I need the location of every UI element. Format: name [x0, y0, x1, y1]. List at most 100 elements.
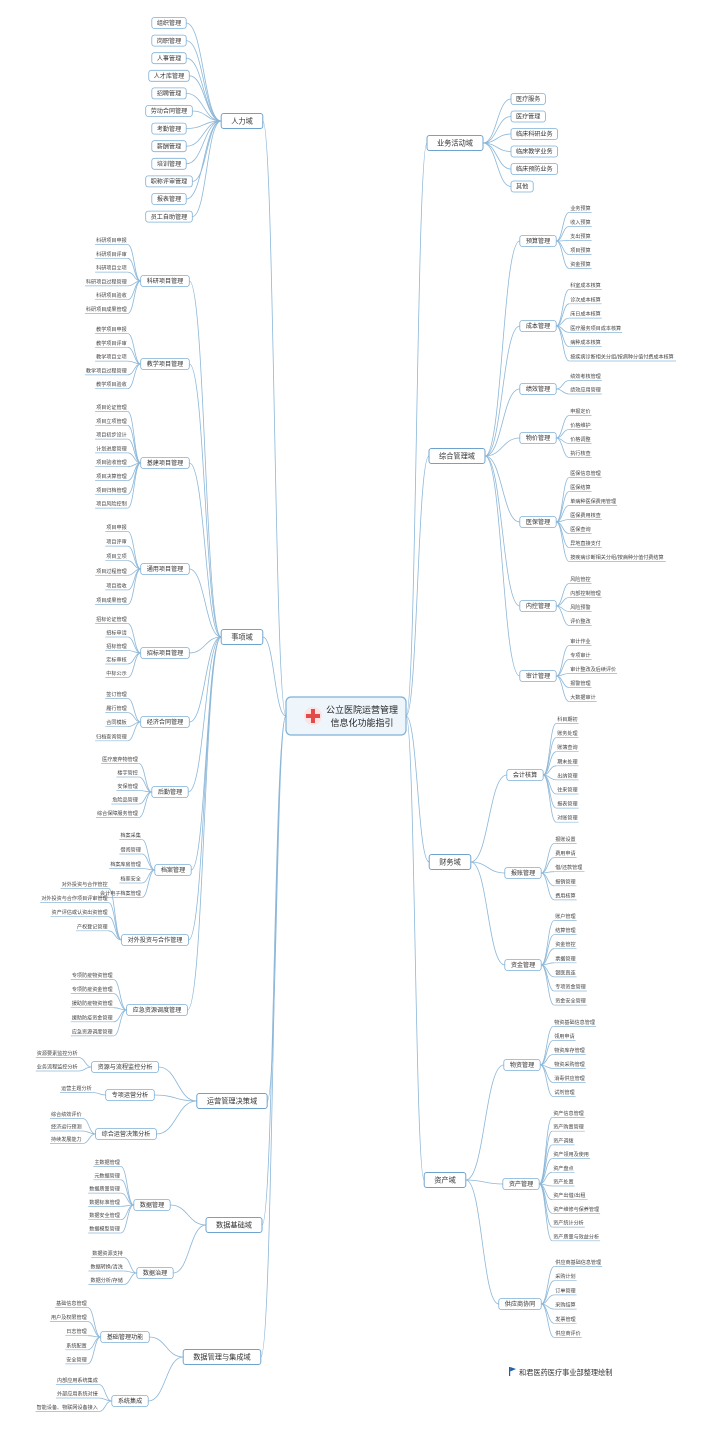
business-item-2[interactable]: 临床科研业务	[510, 128, 558, 140]
domain-right-2[interactable]: 财务域	[428, 854, 472, 870]
business-item-0[interactable]: 医疗服务	[510, 93, 546, 105]
leaf-left-2-0-0: 资源要素监控分析	[37, 1050, 78, 1057]
domain-left-1[interactable]: 事项域	[220, 629, 264, 645]
leaf-left-1-6-1: 楼宇管控	[117, 770, 137, 777]
subdomain-left-2-0[interactable]: 资源与流程监控分析	[91, 1061, 159, 1073]
subdomain-left-2-1[interactable]: 专项运营分析	[105, 1089, 155, 1101]
mind-map-nodes: 人力域 组织管理岗职管理人事管理人才库管理招聘管理劳动合同管理考勤管理薪酬管理培训…	[37, 17, 674, 1411]
subdomain-left-1-1[interactable]: 教学项目管理	[140, 358, 190, 370]
subdomain-right-1-3[interactable]: 物价管理	[519, 432, 557, 444]
hr-item-2-label: 人事管理	[157, 54, 181, 62]
subdomain-right-3-1[interactable]: 资产管理	[502, 1178, 540, 1190]
domain-right-0[interactable]: 业务活动域	[426, 135, 484, 151]
subdomain-left-1-5[interactable]: 经济合同管理	[140, 716, 190, 728]
subdomain-left-4-0[interactable]: 基础管理功能	[100, 1331, 150, 1343]
hr-item-9[interactable]: 职称评审管理	[145, 175, 193, 188]
leaf-left-1-8-2: 资产评估或认资出资管理	[52, 909, 108, 916]
subdomain-right-1-4[interactable]: 医保管理	[519, 516, 557, 528]
leaf-left-1-0-4: 科研项目验收	[96, 292, 127, 299]
leaf-left-1-1-1: 教学项目评审	[96, 340, 127, 347]
leaf-right-1-6-4: 大数据审计	[570, 694, 595, 701]
subdomain-left-1-9[interactable]: 应急资源调度管理	[126, 1004, 188, 1016]
leaf-right-2-0-7: 对账管理	[557, 815, 577, 822]
subdomain-right-1-6[interactable]: 审计管理	[519, 670, 557, 682]
domain-left-3[interactable]: 数据基础域	[205, 1217, 263, 1233]
subdomain-left-1-0[interactable]: 科研项目管理	[140, 275, 190, 287]
hr-item-11[interactable]: 员工自助管理	[145, 210, 193, 223]
subdomain-left-3-1-label: 数据治理	[143, 1269, 167, 1277]
domain-right-1[interactable]: 综合管理域	[428, 448, 486, 464]
leaf-right-1-6-1: 专项审计	[570, 652, 590, 659]
hr-item-9-label: 职称评审管理	[151, 178, 188, 186]
leaf-right-2-1-2: 借/还款管理	[555, 864, 582, 871]
hr-item-10[interactable]: 报表管理	[151, 193, 187, 205]
root-title-line1: 公立医院运营管理	[326, 704, 398, 716]
subdomain-left-1-8[interactable]: 对外投资与合作管理	[121, 934, 189, 946]
subdomain-left-4-1[interactable]: 系统集成	[111, 1395, 149, 1407]
leaf-right-1-5-0: 风险管控	[570, 576, 590, 583]
subdomain-left-1-2-label: 基建项目管理	[147, 459, 184, 467]
subdomain-left-1-4-label: 招标项目管理	[147, 649, 184, 657]
subdomain-right-2-0[interactable]: 会计核算	[506, 769, 544, 781]
subdomain-left-1-6[interactable]: 后勤管理	[151, 786, 189, 798]
subdomain-left-1-4[interactable]: 招标项目管理	[140, 647, 190, 659]
subdomain-right-3-0[interactable]: 物资管理	[503, 1059, 541, 1071]
subdomain-left-1-7[interactable]: 档案管理	[154, 864, 192, 876]
leaf-left-1-6-2: 安保管理	[117, 783, 137, 790]
leaf-right-1-0-3: 项目预算	[570, 247, 590, 254]
business-item-5[interactable]: 其他	[510, 180, 534, 193]
leaf-right-1-0-2: 支出预算	[570, 233, 590, 240]
leaf-left-1-4-4: 中标公示	[106, 670, 126, 677]
subdomain-right-2-1[interactable]: 报账管理	[504, 867, 542, 879]
hr-item-3[interactable]: 人才库管理	[148, 69, 190, 82]
business-item-1[interactable]: 医疗管理	[510, 110, 546, 123]
connector-lines	[35, 22, 677, 1412]
hr-item-0[interactable]: 组织管理	[151, 17, 187, 29]
leaf-left-1-9-3: 援助防疫资金管理	[72, 1014, 113, 1021]
leaf-right-3-2-5: 供应商评价	[555, 1330, 580, 1337]
hr-item-8[interactable]: 培训管理	[151, 157, 187, 170]
domain-left-0[interactable]: 人力域	[220, 113, 264, 129]
hr-item-6[interactable]: 考勤管理	[151, 122, 187, 135]
medical-cross-icon	[306, 709, 320, 723]
subdomain-right-1-2[interactable]: 绩效管理	[519, 383, 557, 395]
hr-item-2[interactable]: 人事管理	[151, 52, 187, 65]
root-title-line2: 信息化功能指引	[330, 717, 393, 729]
subdomain-right-1-5[interactable]: 内控管理	[519, 600, 557, 612]
subdomain-left-1-2[interactable]: 基建项目管理	[140, 457, 190, 469]
subdomain-left-3-0[interactable]: 数据管理	[133, 1199, 171, 1211]
leaf-right-2-2-0: 账户管理	[555, 913, 575, 920]
leaf-left-1-9-2: 援助防疫物资管理	[72, 1000, 113, 1007]
leaf-right-1-4-0: 医保信息管理	[570, 470, 601, 477]
subdomain-right-3-2[interactable]: 供应商协同	[498, 1298, 542, 1310]
leaf-left-2-1-0: 运营主题分析	[61, 1085, 92, 1092]
root-node[interactable]: 公立医院运营管理 信息化功能指引	[285, 696, 407, 736]
leaf-left-1-3-0: 项目申报	[106, 524, 126, 531]
domain-left-4-label: 数据管理与集成域	[193, 1353, 251, 1362]
business-item-4[interactable]: 临床预防业务	[510, 163, 558, 175]
subdomain-left-1-3[interactable]: 通用项目管理	[140, 563, 190, 575]
business-item-3[interactable]: 临床教学业务	[510, 145, 558, 158]
domain-left-3-label: 数据基础域	[216, 1221, 252, 1230]
leaf-left-4-1-1: 外部应用系统对接	[57, 1391, 98, 1398]
leaf-left-4-1-0: 内部应用系统集成	[57, 1377, 98, 1384]
hr-item-4[interactable]: 招聘管理	[151, 87, 187, 100]
leaf-right-1-5-3: 评价整改	[570, 618, 590, 625]
hr-item-5[interactable]: 劳动合同管理	[145, 105, 193, 117]
subdomain-right-2-2[interactable]: 资金管理	[504, 959, 542, 971]
hr-item-4-label: 招聘管理	[157, 90, 181, 98]
domain-left-4[interactable]: 数据管理与集成域	[182, 1349, 262, 1365]
subdomain-right-2-1-label: 报账管理	[511, 869, 535, 877]
leaf-left-1-6-3: 危险品管理	[112, 797, 137, 804]
hr-item-1[interactable]: 岗职管理	[151, 34, 187, 47]
domain-left-2[interactable]: 运营管理决策域	[196, 1093, 268, 1109]
leaf-left-1-2-2: 项目初步设计	[96, 432, 127, 439]
subdomain-right-1-0[interactable]: 预算管理	[519, 235, 557, 247]
subdomain-left-3-1[interactable]: 数据治理	[136, 1267, 174, 1279]
domain-right-3[interactable]: 资产域	[423, 1172, 467, 1188]
leaf-right-1-5-1: 内部控制管理	[570, 590, 601, 597]
subdomain-left-2-2[interactable]: 综合运营决策分析	[95, 1128, 157, 1140]
leaf-left-3-1-2: 数据分析/存储	[91, 1277, 123, 1284]
hr-item-7[interactable]: 薪酬管理	[151, 140, 187, 153]
subdomain-right-1-1[interactable]: 成本管理	[519, 320, 557, 332]
